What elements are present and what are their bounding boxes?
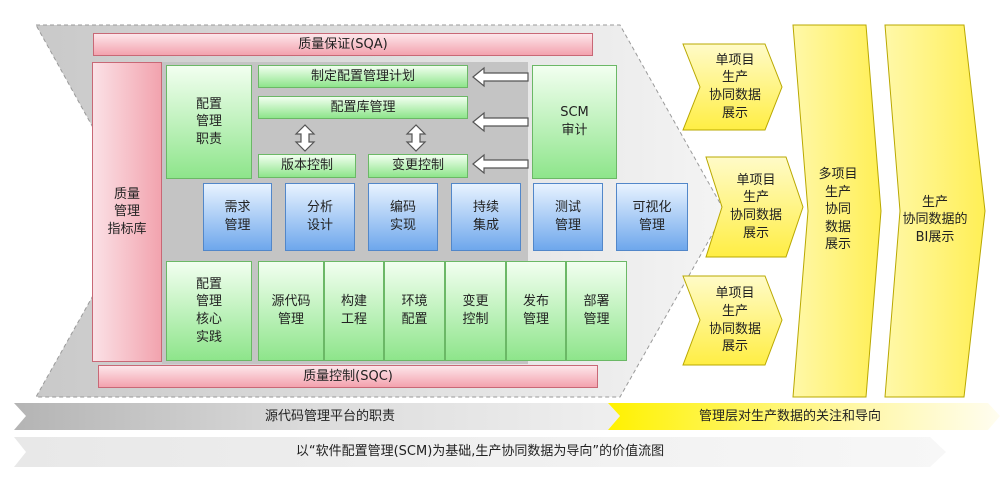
quality-index-column: 质量 管理 指标库 — [92, 62, 162, 362]
process-box-testing: 测试 管理 — [533, 183, 603, 251]
management-ribbon — [608, 403, 1000, 430]
quality-assurance-band: 质量保证(SQA) — [93, 33, 593, 56]
bi-display-label: 生产 协同数据的 BI展示 — [902, 194, 968, 245]
platform-ribbon — [14, 403, 620, 430]
process-box-coding: 编码 实现 — [368, 183, 438, 251]
practice-box-build: 构建 工程 — [324, 261, 384, 361]
process-box-visualization: 可视化 管理 — [616, 183, 688, 251]
version-control-box: 版本控制 — [258, 154, 356, 178]
platform-ribbon-label: 源代码管理平台的职责 — [264, 408, 395, 424]
single-project-chevron-2 — [705, 156, 804, 258]
single-project-chevron-1 — [682, 43, 783, 131]
single-project-label-2: 单项目 生产 协同数据 展示 — [729, 172, 782, 241]
single-project-label-1: 单项目 生产 协同数据 展示 — [708, 52, 761, 121]
value-stream-ribbon-label: 以“软件配置管理(SCM)为基础,生产协同数据为导向”的价值流图 — [295, 444, 665, 460]
value-stream-ribbon — [14, 437, 946, 467]
config-duty-box: 配置 管理 职责 — [166, 65, 252, 179]
management-ribbon-label: 管理层对生产数据的关注和导向 — [698, 408, 881, 424]
process-box-ci: 持续 集成 — [451, 183, 521, 251]
practice-box-source: 源代码 管理 — [258, 261, 324, 361]
practice-box-deploy: 部署 管理 — [566, 261, 627, 361]
single-project-chevron-3 — [682, 275, 783, 366]
process-box-design: 分析 设计 — [285, 183, 355, 251]
arrow-left-icon — [472, 111, 529, 133]
process-box-requirements: 需求 管理 — [203, 183, 272, 251]
bi-chevron — [884, 24, 986, 398]
config-plan-box: 制定配置管理计划 — [258, 65, 468, 88]
practice-box-env: 环境 配置 — [384, 261, 445, 361]
double-arrow-icon — [294, 124, 316, 152]
arrow-left-icon — [472, 66, 529, 88]
arrow-left-icon — [472, 153, 529, 175]
quality-control-band: 质量控制(SQC) — [98, 365, 598, 388]
single-project-label-3: 单项目 生产 协同数据 展示 — [708, 286, 761, 355]
repo-mgmt-box: 配置库管理 — [258, 96, 468, 119]
practice-box-release: 发布 管理 — [506, 261, 566, 361]
double-arrow-icon — [405, 124, 427, 152]
change-control-box: 变更控制 — [368, 154, 468, 178]
practice-box-change: 变更 控制 — [445, 261, 506, 361]
multi-project-chevron — [792, 24, 882, 398]
core-practice-box: 配置 管理 核心 实践 — [166, 261, 252, 361]
scm-audit-box: SCM 审计 — [532, 65, 617, 179]
multi-project-label: 多项目 生产 协同 数据 展示 — [818, 167, 858, 253]
